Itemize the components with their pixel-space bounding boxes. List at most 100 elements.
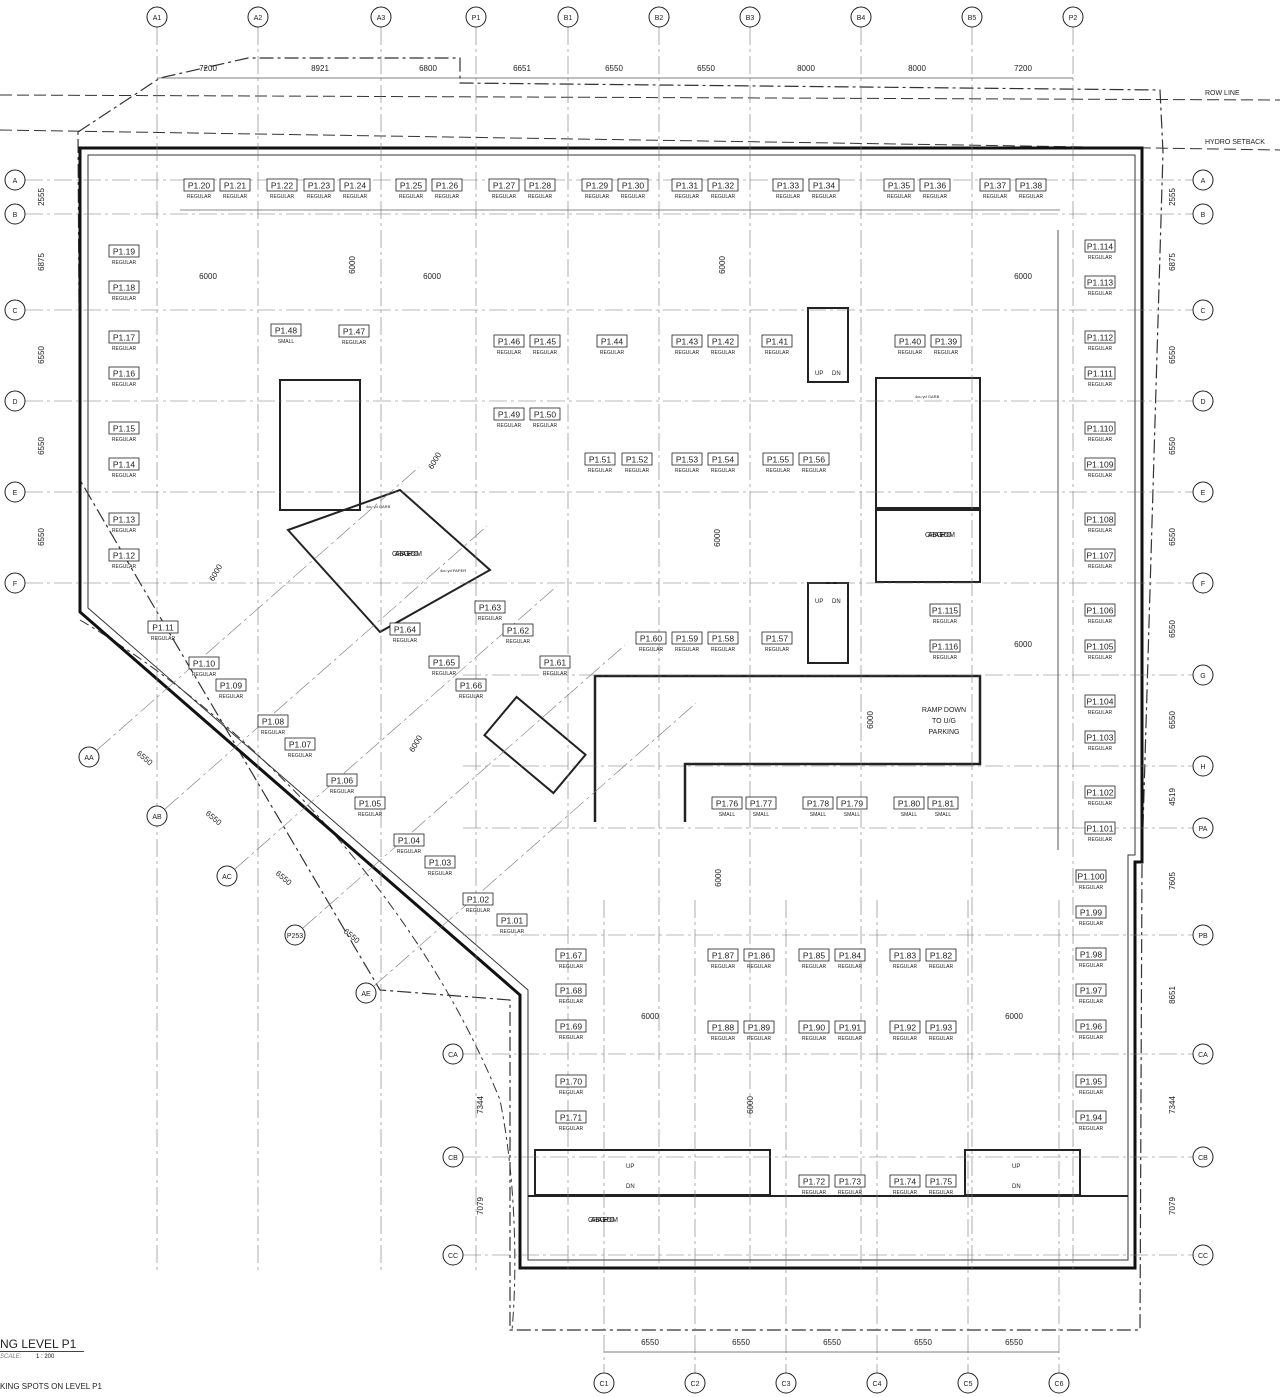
stair-dn-label: DN [1012, 1184, 1021, 1190]
grid-label: A [13, 178, 18, 185]
grid-label: F [13, 581, 17, 588]
spot-type: REGULAR [112, 382, 137, 388]
grid-label: AC [222, 874, 232, 881]
spot-id: P1.63 [479, 603, 501, 613]
spot-type: REGULAR [492, 194, 517, 200]
drawing-title: NG LEVEL P1 [0, 1337, 85, 1352]
grid-label: B2 [655, 15, 664, 22]
spot-id: P1.60 [640, 634, 662, 644]
spot-label-box [927, 796, 959, 810]
spot-id: P1.33 [777, 181, 799, 191]
spot-type: REGULAR [711, 647, 736, 653]
building-outline [78, 146, 1144, 1270]
spot-id: P1.65 [433, 658, 455, 668]
spot-id: P1.54 [712, 455, 734, 465]
spot-label-box [1075, 1019, 1107, 1033]
grid-bubble [4, 169, 26, 191]
spot-type: REGULAR [1088, 346, 1113, 352]
spot-label-box [1084, 694, 1116, 708]
stair-dn-label: DN [832, 599, 841, 605]
spot-label-box [462, 892, 494, 906]
grid-label: AE [361, 991, 371, 998]
spot-type: REGULAR [600, 350, 625, 356]
spot-type: SMALL [935, 812, 952, 818]
spot-type: REGULAR [112, 437, 137, 443]
spot-id: P1.84 [839, 951, 861, 961]
spot-label-box [671, 334, 703, 348]
spot-label-box [1084, 821, 1116, 835]
spot-type: REGULAR [621, 194, 646, 200]
spot-label-box [555, 948, 587, 962]
spot-id: P1.76 [716, 799, 738, 809]
grid-label: P1 [472, 15, 481, 22]
spot-type: REGULAR [1088, 473, 1113, 479]
grid-bubble [370, 6, 392, 28]
dimension-label: 6550 [1168, 437, 1177, 455]
dimension-label: 7344 [1168, 1096, 1177, 1114]
grid-bubble [1192, 572, 1214, 594]
spot-label-box [1084, 421, 1116, 435]
spot-label-box [762, 452, 794, 466]
dimension-label: 6550 [1168, 528, 1177, 546]
row-line [0, 94, 1280, 101]
spot-label-box [215, 678, 247, 692]
spot-type: REGULAR [1088, 382, 1113, 388]
grid-bubble [465, 6, 487, 28]
grid-line [373, 702, 697, 987]
spot-type: REGULAR [675, 194, 700, 200]
spot-type: REGULAR [776, 194, 801, 200]
row-line-label: ROW LINE [1205, 90, 1240, 97]
grid-bubble [4, 390, 26, 412]
dimension-label: 6550 [37, 346, 46, 364]
dimension-label: 6000 [713, 529, 722, 547]
spot-type: REGULAR [1088, 437, 1113, 443]
property-lines [0, 57, 1280, 1331]
spot-label-box [772, 178, 804, 192]
curved-setback [79, 619, 516, 1331]
spot-label-box [834, 1174, 866, 1188]
spot-type: REGULAR [893, 1190, 918, 1196]
grid-bubble [4, 572, 26, 594]
building-inner-wall [87, 154, 1136, 1261]
spot-label-box [555, 1110, 587, 1124]
scale-value: 1 : 200 [36, 1354, 55, 1360]
grid-bubble [355, 982, 377, 1004]
spot-label-box [493, 407, 525, 421]
spot-label-box [1084, 785, 1116, 799]
stair-dn-label: DN [626, 1184, 635, 1190]
spot-type: REGULAR [559, 1035, 584, 1041]
spot-id: P1.36 [924, 181, 946, 191]
dimension-label: 6550 [204, 809, 224, 828]
spot-label-box [493, 334, 525, 348]
spot-id: P1.09 [220, 681, 242, 691]
spot-label-box [539, 655, 571, 669]
spot-type: REGULAR [112, 473, 137, 479]
spot-type: SMALL [844, 812, 861, 818]
spot-label-box [584, 452, 616, 466]
dimension-label: 7079 [1168, 1197, 1177, 1215]
spot-id: P1.22 [271, 181, 293, 191]
stair-south [807, 582, 849, 664]
spot-id: P1.48 [275, 326, 297, 336]
garbage-room-east [875, 509, 981, 583]
